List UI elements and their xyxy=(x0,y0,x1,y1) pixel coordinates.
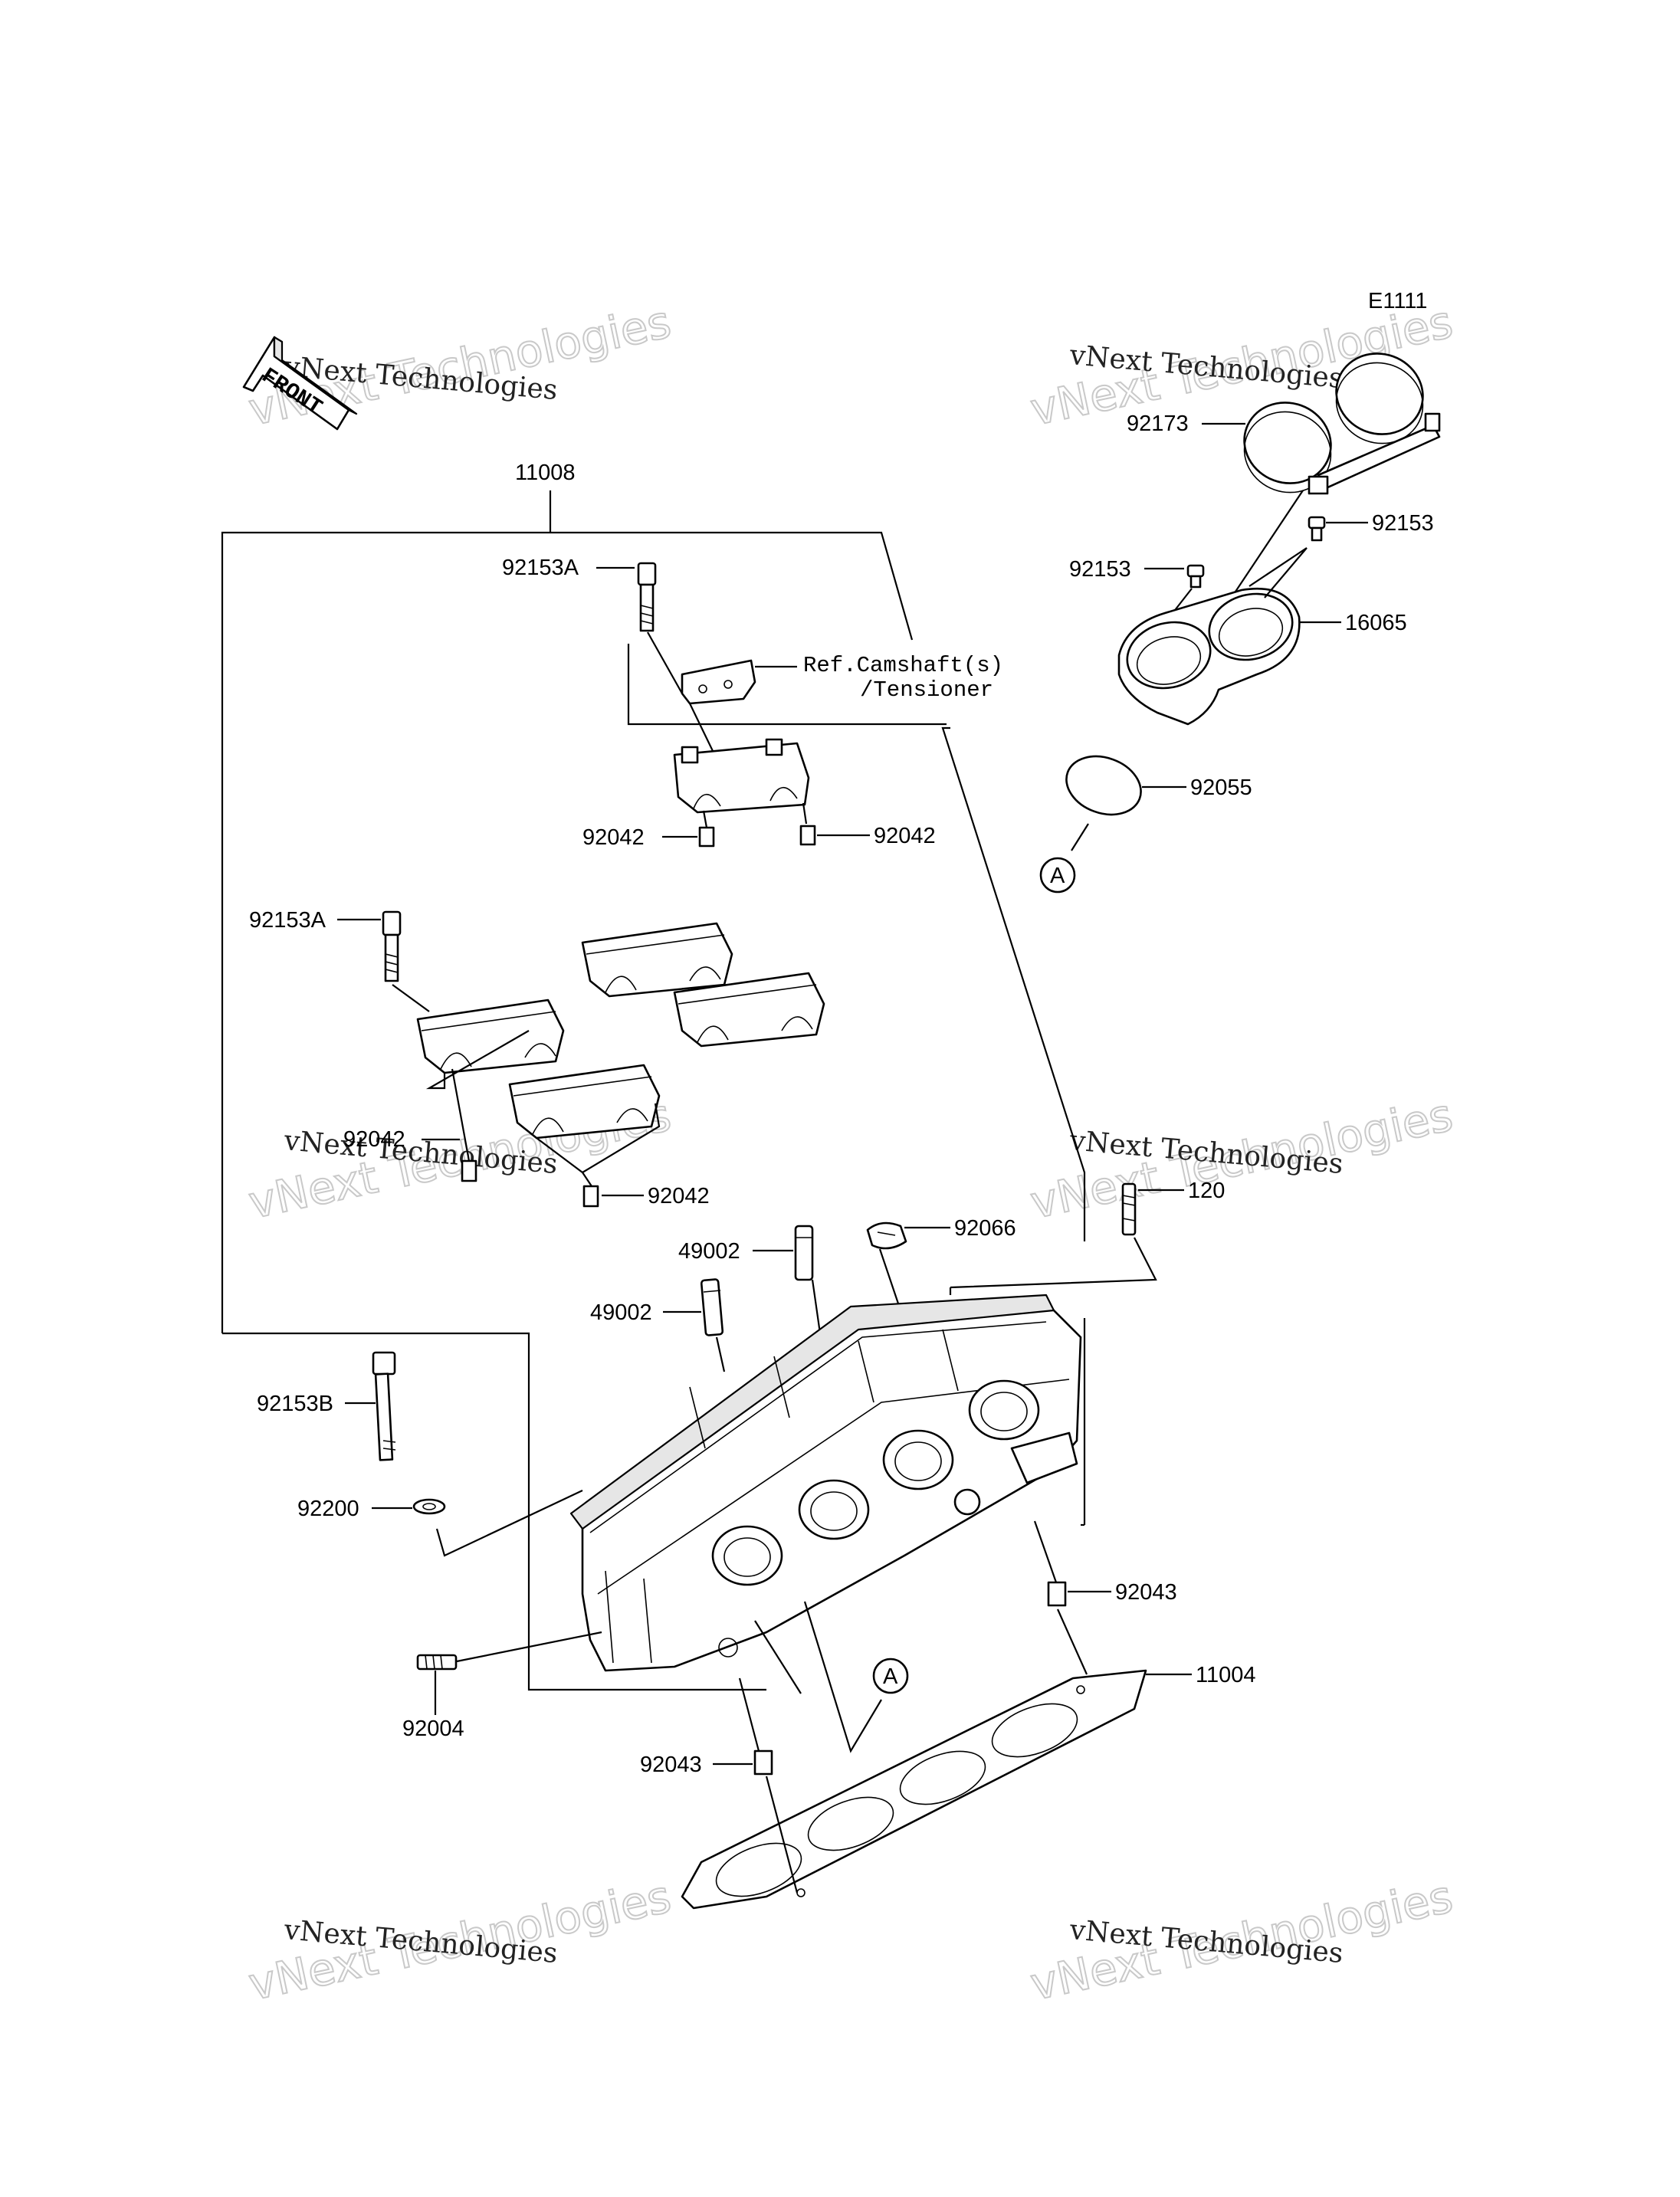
camshaft-cap-3 xyxy=(673,972,825,1048)
label-49002-a: 49002 xyxy=(678,1239,740,1264)
plug-92066 xyxy=(866,1221,907,1250)
camshaft-cap-2 xyxy=(581,922,733,998)
label-92042-c: 92042 xyxy=(343,1127,405,1152)
dowel-92042-c xyxy=(461,1159,477,1182)
ref-note-line2: /Tensioner xyxy=(860,677,993,703)
ref-note-line1: Ref.Camshaft(s) xyxy=(803,653,1003,678)
valve-guide-49002-a xyxy=(794,1225,814,1281)
tensioner-plate xyxy=(681,659,756,705)
watermark-bottom-left: vNext Technologies vNext Technologies xyxy=(244,1870,676,2012)
ref-circle-a-top: A xyxy=(1039,857,1076,894)
label-92043-right: 92043 xyxy=(1115,1580,1177,1605)
label-120: 120 xyxy=(1188,1179,1225,1203)
label-11004: 11004 xyxy=(1196,1663,1256,1687)
label-92042-b: 92042 xyxy=(874,824,936,848)
screw-92153-left xyxy=(1186,564,1205,589)
label-92153a-top: 92153A xyxy=(502,556,579,580)
label-92153a-left: 92153A xyxy=(249,908,326,933)
label-92042-d: 92042 xyxy=(648,1184,710,1208)
label-92153-right: 92153 xyxy=(1372,511,1434,536)
svg-text:A: A xyxy=(1050,864,1065,888)
label-92004: 92004 xyxy=(402,1717,464,1741)
label-92153-left: 92153 xyxy=(1069,557,1131,582)
hose-clamp-92173 xyxy=(1243,353,1441,495)
camshaft-cap-1 xyxy=(416,998,565,1074)
dowel-92042-a xyxy=(698,826,715,848)
dowel-92043-right xyxy=(1047,1581,1067,1607)
washer-92200 xyxy=(412,1498,446,1515)
label-16065: 16065 xyxy=(1345,611,1407,635)
stud-92004 xyxy=(416,1654,458,1671)
dowel-92043-bottom xyxy=(753,1749,773,1776)
label-92043-bottom: 92043 xyxy=(640,1753,702,1777)
ref-circle-a-bottom: A xyxy=(872,1658,909,1694)
label-49002-b: 49002 xyxy=(590,1300,652,1325)
label-92173: 92173 xyxy=(1127,412,1189,436)
valve-guide-49002-b xyxy=(700,1278,724,1336)
label-92042-a: 92042 xyxy=(582,825,645,850)
intake-holder-16065 xyxy=(1117,587,1301,726)
watermark-middle-right: vNext Technologies vNext Technologies xyxy=(1025,1088,1458,1230)
label-92153b: 92153B xyxy=(257,1392,333,1416)
dowel-92042-b xyxy=(799,825,816,846)
svg-text:A: A xyxy=(883,1664,898,1689)
assembly-bracket-11008 xyxy=(221,490,1086,1691)
diagram-code: E1111 xyxy=(1368,289,1427,313)
head-gasket-11004 xyxy=(681,1669,1147,1910)
camshaft-cap-top xyxy=(673,738,810,814)
o-ring-92055 xyxy=(1065,755,1142,816)
dowel-92042-d xyxy=(582,1185,599,1208)
label-92066: 92066 xyxy=(954,1216,1016,1241)
bolt-92153a-top xyxy=(637,562,657,632)
bolt-92153b xyxy=(372,1351,396,1461)
camshaft-cap-4 xyxy=(508,1064,661,1139)
watermark-bottom-right: vNext Technologies vNext Technologies xyxy=(1025,1870,1458,2012)
label-92055: 92055 xyxy=(1190,776,1252,800)
cylinder-head xyxy=(569,1294,1082,1672)
label-11008: 11008 xyxy=(515,461,576,485)
bolt-92153a-left xyxy=(382,910,402,982)
label-92200: 92200 xyxy=(297,1497,359,1521)
screw-92153-right xyxy=(1308,516,1326,542)
stud-120 xyxy=(1121,1182,1137,1236)
